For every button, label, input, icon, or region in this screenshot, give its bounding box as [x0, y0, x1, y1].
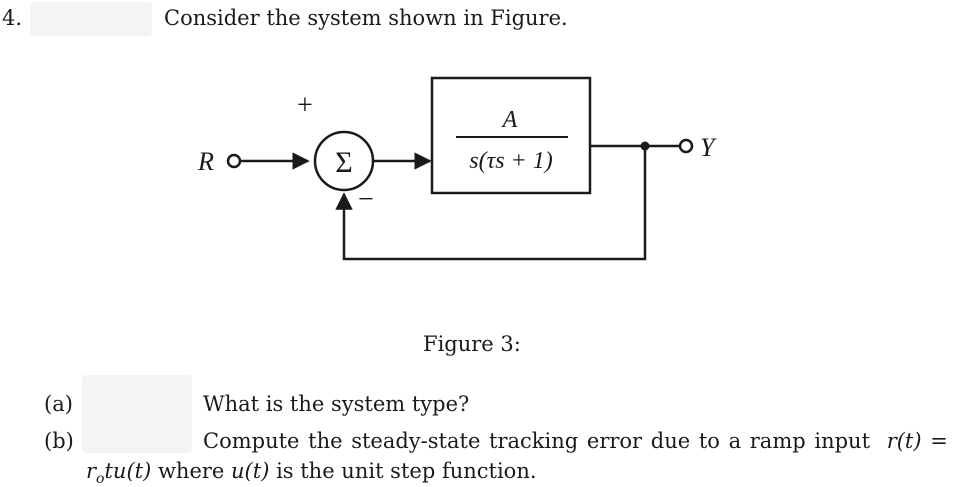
feedback-line	[335, 146, 647, 261]
part-a-label: (a)	[44, 392, 73, 416]
transfer-block	[430, 76, 592, 195]
redaction-mask-header	[30, 2, 152, 36]
output-label: Y	[700, 133, 717, 162]
question-number: 4.	[2, 6, 23, 30]
part-b-line1-text: Compute the steady-state tracking error …	[203, 429, 871, 453]
input-label: R	[197, 147, 214, 176]
ramp-coeff: r	[86, 459, 97, 483]
part-a-text: What is the system type?	[203, 392, 470, 416]
part-b-line1: Compute the steady-state tracking error …	[203, 431, 948, 452]
question-intro: Consider the system shown in Figure.	[164, 6, 568, 30]
ramp-expr: tu(t)	[104, 459, 152, 483]
plus-sign: +	[297, 90, 313, 121]
figure-caption: Figure 3:	[423, 332, 521, 356]
output-terminal	[678, 138, 694, 154]
part-b-label: (b)	[44, 429, 74, 453]
part-b-line2-mid: where	[151, 459, 232, 483]
block-numerator: A	[501, 107, 518, 133]
sum-symbol: Σ	[335, 146, 352, 179]
block-denominator: s(τs + 1)	[469, 148, 552, 174]
redaction-mask-parts	[82, 375, 192, 453]
ramp-coeff-sub: o	[96, 471, 105, 487]
minus-sign: −	[358, 184, 374, 215]
part-b-line2: rotu(t) where u(t) is the unit step func…	[86, 459, 537, 487]
part-b-line2-end: is the unit step function.	[269, 459, 537, 483]
unit-step-symbol: u(t)	[231, 459, 270, 483]
part-b-line1-math: r(t) =	[886, 429, 948, 453]
input-terminal	[226, 153, 242, 169]
